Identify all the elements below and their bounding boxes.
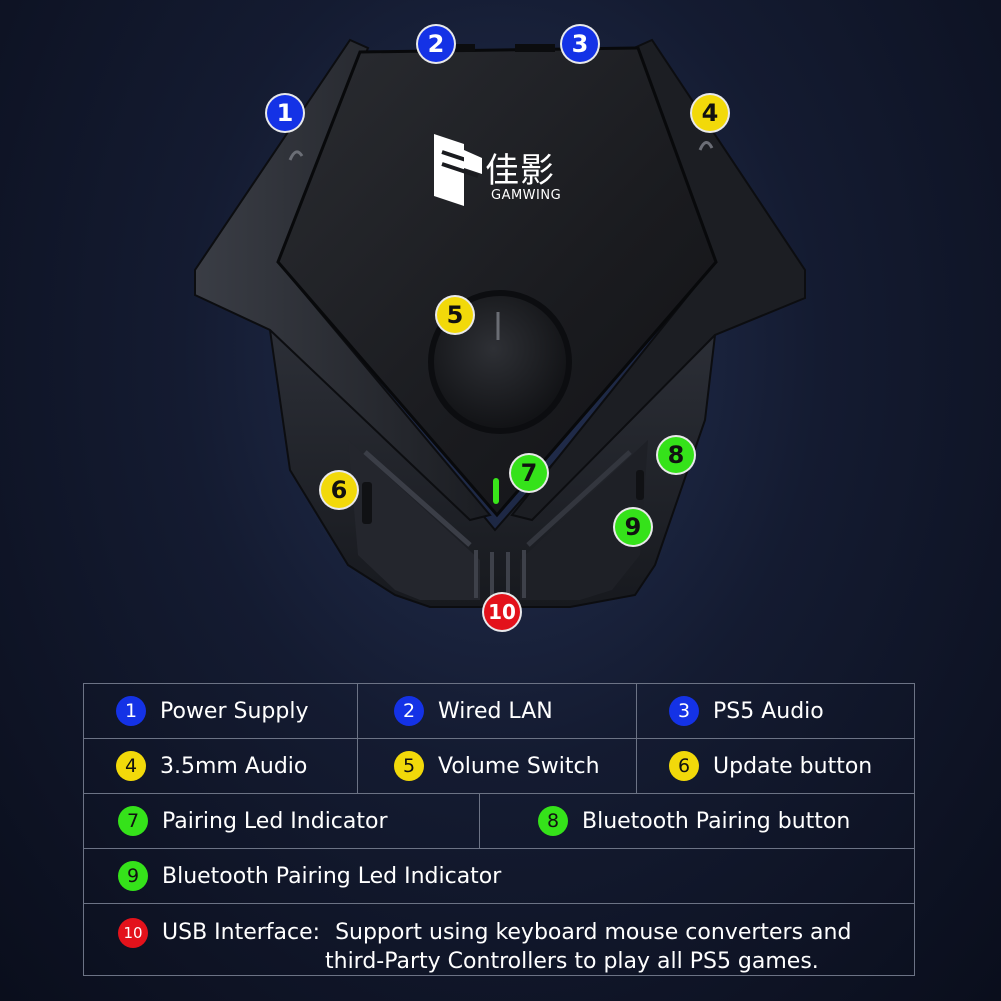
- legend-label: Wired LAN: [438, 698, 553, 724]
- pairing-led: [493, 478, 499, 504]
- power-port: [288, 150, 304, 161]
- marker-5: 5: [437, 297, 473, 333]
- legend-row-3: 7 Pairing Led Indicator 8 Bluetooth Pair…: [84, 794, 914, 849]
- marker-10: 10: [484, 594, 520, 630]
- legend-label: Bluetooth Pairing button: [582, 808, 851, 834]
- legend-number-badge: 3: [669, 696, 699, 726]
- marker-8: 8: [658, 437, 694, 473]
- legend-table: 1 Power Supply 2 Wired LAN 3 PS5 Audio 4…: [83, 683, 915, 976]
- brand-name-english: GAMWING: [491, 188, 562, 203]
- legend-item-8: 8 Bluetooth Pairing button: [479, 794, 914, 848]
- lan-port: [435, 44, 475, 52]
- usb-description-line-1: Support using keyboard mouse converters …: [335, 920, 852, 945]
- legend-row-5: 10 USB Interface: Support using keyboard…: [84, 904, 914, 975]
- legend-item-7: 7 Pairing Led Indicator: [84, 794, 479, 848]
- marker-6: 6: [321, 472, 357, 508]
- legend-item-5: 5 Volume Switch: [357, 739, 636, 793]
- legend-row-1: 1 Power Supply 2 Wired LAN 3 PS5 Audio: [84, 684, 914, 739]
- legend-item-6: 6 Update button: [636, 739, 914, 793]
- device-left-wing: [194, 38, 492, 522]
- legend-number-badge: 10: [118, 918, 148, 948]
- legend-row-2: 4 3.5mm Audio 5 Volume Switch 6 Update b…: [84, 739, 914, 794]
- legend-row-4: 9 Bluetooth Pairing Led Indicator: [84, 849, 914, 904]
- brand-name-chinese: 佳影: [485, 151, 555, 191]
- legend-number-badge: 1: [116, 696, 146, 726]
- usb-description-line-2: third-Party Controllers to play all PS5 …: [325, 949, 819, 974]
- legend-label: Bluetooth Pairing Led Indicator: [162, 863, 502, 889]
- legend-number-badge: 8: [538, 806, 568, 836]
- marker-2: 2: [418, 26, 454, 62]
- legend-label: PS5 Audio: [713, 698, 824, 724]
- legend-number-badge: 4: [116, 751, 146, 781]
- legend-item-9: 9 Bluetooth Pairing Led Indicator: [84, 849, 914, 903]
- marker-4: 4: [692, 95, 728, 131]
- marker-3: 3: [562, 26, 598, 62]
- legend-number-badge: 6: [669, 751, 699, 781]
- brand-logo-icon: [434, 134, 482, 206]
- legend-number-badge: 9: [118, 861, 148, 891]
- audio-port: [515, 44, 555, 52]
- marker-1: 1: [267, 95, 303, 131]
- legend-item-4: 4 3.5mm Audio: [84, 739, 357, 793]
- legend-number-badge: 2: [394, 696, 424, 726]
- headphone-jack: [698, 141, 714, 151]
- device-right-wing: [510, 38, 806, 522]
- marker-7: 7: [511, 455, 547, 491]
- legend-label: USB Interface:: [162, 920, 321, 945]
- legend-label: Update button: [713, 753, 873, 779]
- legend-label: Volume Switch: [438, 753, 600, 779]
- legend-item-2: 2 Wired LAN: [357, 684, 636, 738]
- device-illustration: [194, 38, 806, 608]
- legend-item-3: 3 PS5 Audio: [636, 684, 914, 738]
- legend-number-badge: 5: [394, 751, 424, 781]
- legend-label: Pairing Led Indicator: [162, 808, 388, 834]
- legend-item-1: 1 Power Supply: [84, 684, 357, 738]
- usb-description: USB Interface: Support using keyboard mo…: [162, 918, 851, 976]
- marker-9: 9: [615, 509, 651, 545]
- legend-number-badge: 7: [118, 806, 148, 836]
- legend-item-10: 10 USB Interface: Support using keyboard…: [84, 904, 914, 975]
- legend-label: Power Supply: [160, 698, 309, 724]
- legend-label: 3.5mm Audio: [160, 753, 308, 779]
